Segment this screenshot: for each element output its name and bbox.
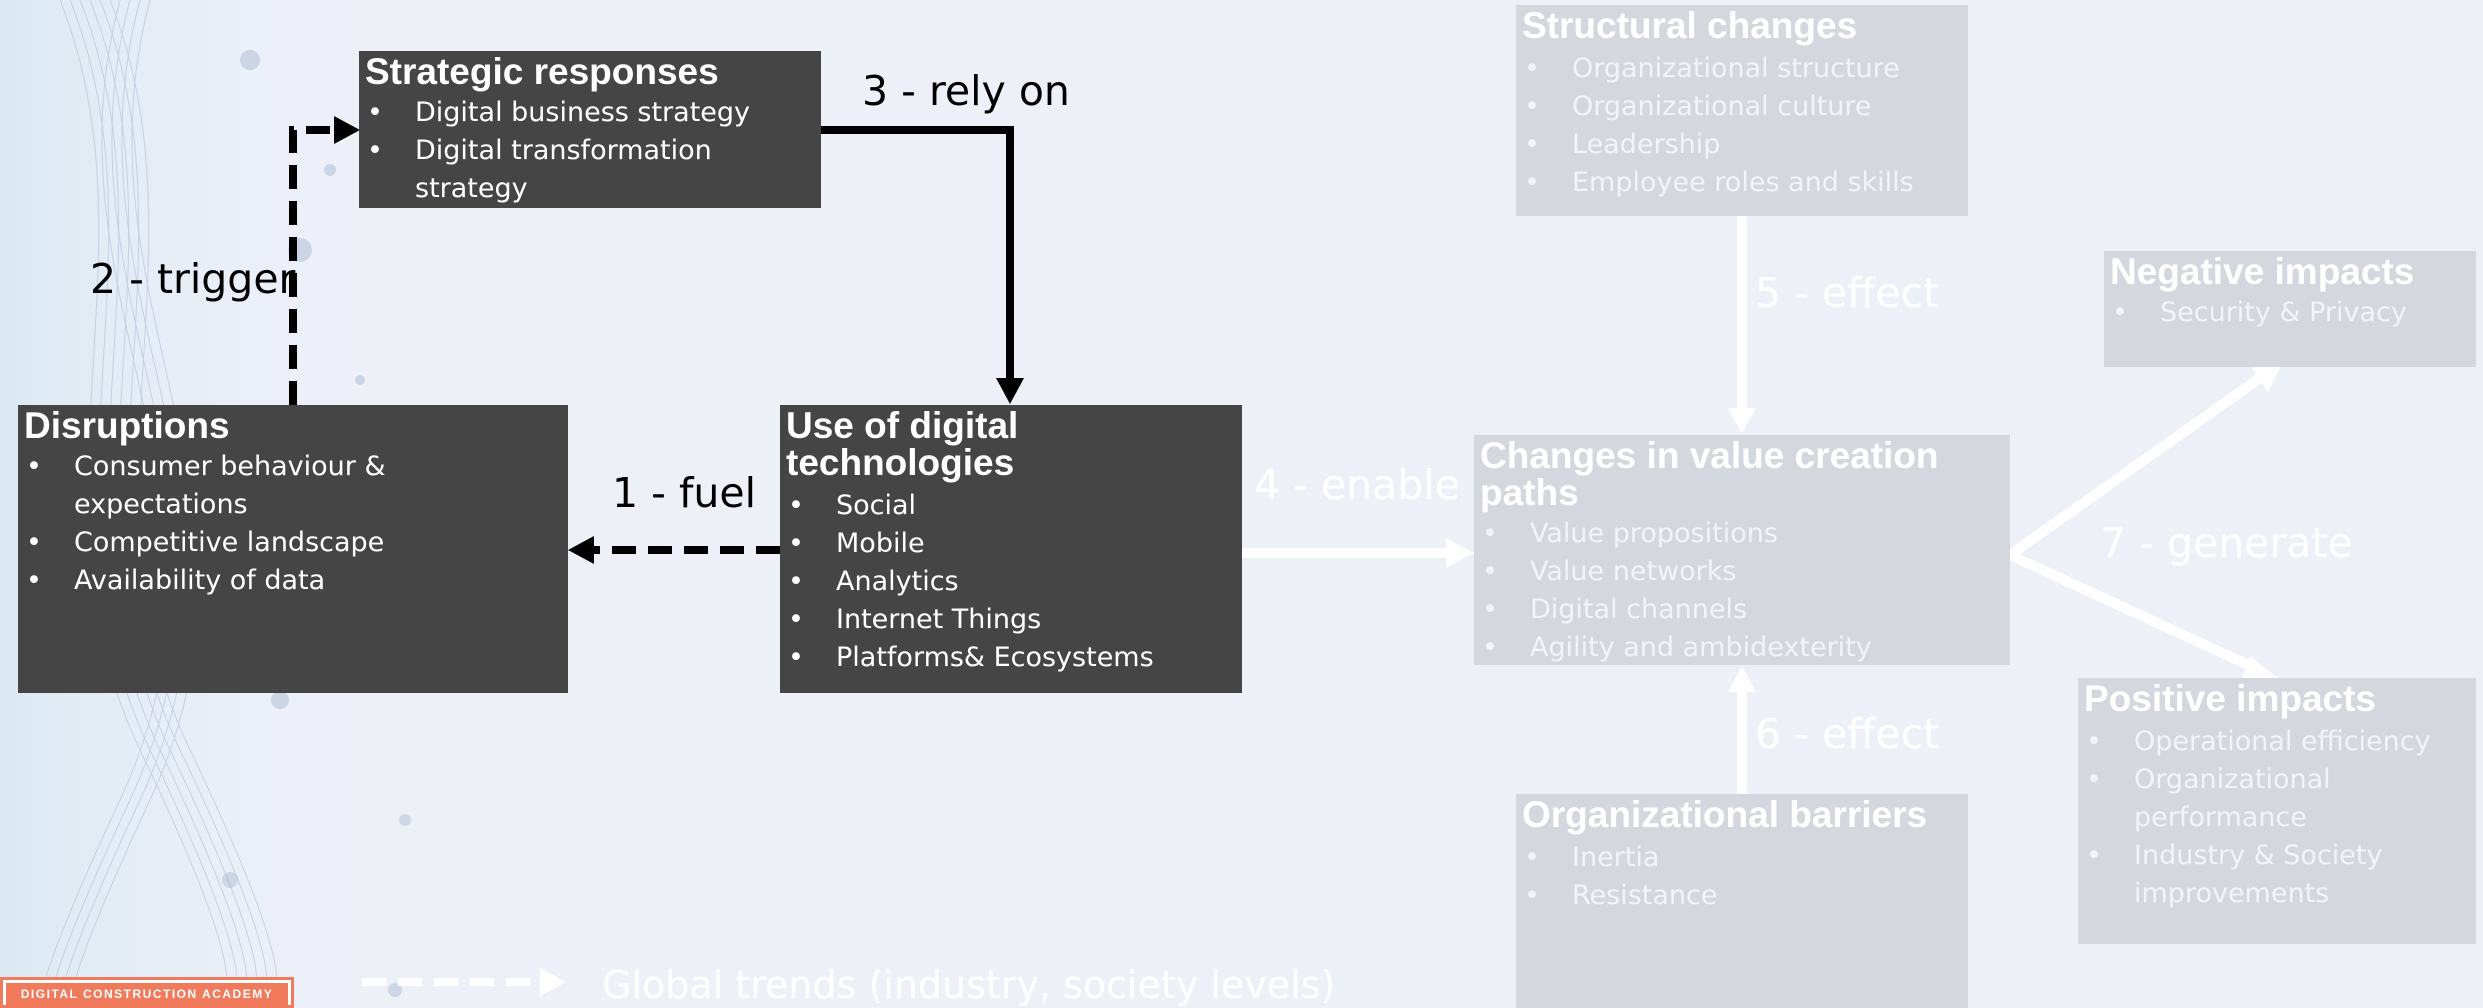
edge-label-generate: 7 - generate [2100,519,2353,567]
disruptions-box: Disruptions Consumer behaviour & expecta… [18,405,568,693]
academy-logo-text: DIGITAL CONSTRUCTION ACADEMY [6,983,288,1005]
list-item: Leadership [1522,126,1962,164]
list-item: Availability of data [24,562,562,600]
strategic-responses-box: Strategic responses Digital business str… [359,51,821,208]
value-creation-title: Changes in value creation paths [1480,435,1939,513]
generate-arrow [2007,364,2282,684]
organizational-barriers-title: Organizational barriers [1522,794,1928,835]
positive-impacts-list: Operational efficiency Organizational pe… [2084,723,2470,913]
effect-structural-arrow [1728,216,1756,434]
academy-logo: DIGITAL CONSTRUCTION ACADEMY [0,977,294,1008]
disruptions-title: Disruptions [24,405,230,446]
edge-label-trigger: 2 - trigger [90,255,296,303]
edge-label-enable: 4 - enable [1254,461,1460,509]
rely-on-arrow [820,126,1024,404]
legend-label: Global trends (industry, society levels) [602,963,1336,1007]
disruptions-list: Consumer behaviour & expectations Compet… [24,448,562,600]
list-item: Organizational structure [1522,50,1962,88]
legend-arrow [362,968,566,996]
list-item: Value networks [1480,553,2004,591]
edge-label-effect-barriers: 6 - effect [1755,710,1940,758]
list-item: Mobile [786,525,1236,563]
organizational-barriers-list: Inertia Resistance [1522,839,1962,915]
list-item: Agility and ambidexterity [1480,629,2004,667]
positive-impacts-title: Positive impacts [2084,678,2377,719]
edge-label-fuel: 1 - fuel [612,469,756,517]
strategic-responses-list: Digital business strategy Digital transf… [365,94,815,208]
effect-barriers-arrow [1728,666,1756,794]
digital-technologies-list: Social Mobile Analytics Internet Things … [786,487,1236,677]
negative-impacts-title: Negative impacts [2110,251,2415,292]
edge-label-effect-structural: 5 - effect [1755,269,1940,317]
list-item: Platforms& Ecosystems [786,639,1236,677]
list-item: Industry & Society improvements [2084,837,2470,913]
list-item: Digital business strategy [365,94,815,132]
structural-changes-title: Structural changes [1522,5,1858,46]
strategic-responses-title: Strategic responses [365,51,719,92]
positive-impacts-box: Positive impacts Operational efficiency … [2078,678,2476,944]
list-item: Competitive landscape [24,524,562,562]
list-item: Security & Privacy [2110,294,2470,332]
list-item: Digital transformation strategy [365,132,815,208]
digital-technologies-box: Use of digital technologies Social Mobil… [780,405,1242,693]
negative-impacts-list: Security & Privacy [2110,294,2470,332]
list-item: Internet Things [786,601,1236,639]
list-item: Employee roles and skills [1522,164,1962,202]
list-item: Social [786,487,1236,525]
list-item: Resistance [1522,877,1962,915]
list-item: Analytics [786,563,1236,601]
structural-changes-list: Organizational structure Organizational … [1522,50,1962,202]
structural-changes-box: Structural changes Organizational struct… [1516,5,1968,216]
list-item: Operational efficiency [2084,723,2470,761]
trigger-arrow [289,116,360,405]
list-item: Inertia [1522,839,1962,877]
value-creation-box: Changes in value creation paths Value pr… [1474,435,2010,667]
enable-arrow [1242,538,1474,568]
list-item: Value propositions [1480,515,2004,553]
fuel-arrow [568,536,780,564]
value-creation-list: Value propositions Value networks Digita… [1480,515,2004,667]
organizational-barriers-box: Organizational barriers Inertia Resistan… [1516,794,1968,1008]
digital-technologies-title: Use of digital technologies [786,405,1019,483]
list-item: Consumer behaviour & expectations [24,448,562,524]
list-item: Organizational culture [1522,88,1962,126]
negative-impacts-box: Negative impacts Security & Privacy [2104,251,2476,367]
list-item: Digital channels [1480,591,2004,629]
list-item: Organizational performance [2084,761,2470,837]
edge-label-rely-on: 3 - rely on [862,67,1070,115]
